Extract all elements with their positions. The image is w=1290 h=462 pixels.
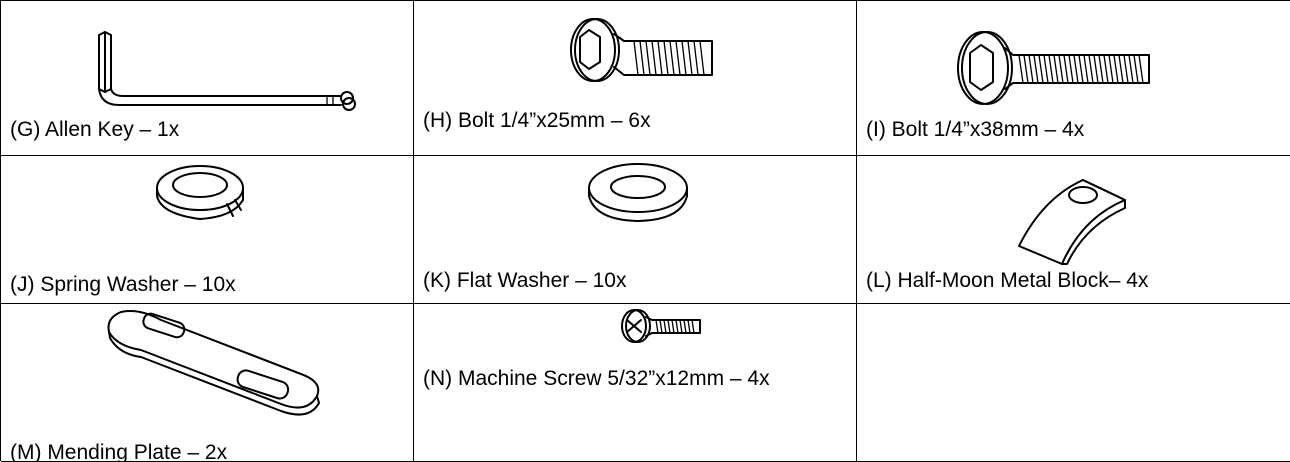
part-label: (I) Bolt 1/4”x38mm – 4x — [866, 118, 1085, 141]
part-label: (M) Mending Plate – 2x — [10, 441, 228, 462]
part-label: (H) Bolt 1/4”x25mm – 6x — [423, 109, 651, 132]
part-cell-i: (I) Bolt 1/4”x38mm – 4x — [857, 1, 1290, 156]
part-label: (L) Half-Moon Metal Block– 4x — [866, 269, 1149, 292]
part-cell-j: (J) Spring Washer – 10x — [1, 156, 414, 304]
part-label: (J) Spring Washer – 10x — [10, 273, 236, 296]
part-cell-empty — [857, 304, 1290, 462]
bolt-25mm-icon — [570, 18, 713, 82]
spring-washer-icon — [156, 165, 244, 220]
mending-plate-icon — [107, 310, 320, 416]
part-cell-k: (K) Flat Washer – 10x — [414, 156, 857, 304]
part-label: (G) Allen Key – 1x — [10, 118, 180, 141]
part-cell-h: (H) Bolt 1/4”x25mm – 6x — [414, 1, 857, 156]
part-cell-n: (N) Machine Screw 5/32”x12mm – 4x — [414, 304, 857, 462]
part-label: (N) Machine Screw 5/32”x12mm – 4x — [423, 367, 770, 390]
part-label: (K) Flat Washer – 10x — [423, 269, 627, 292]
half-moon-metal-block-icon — [1018, 179, 1126, 265]
flat-washer-icon — [588, 163, 688, 222]
part-cell-m: (M) Mending Plate – 2x — [1, 304, 414, 462]
bolt-38mm-icon — [957, 31, 1150, 105]
machine-screw-icon — [621, 309, 701, 343]
part-cell-l: (L) Half-Moon Metal Block– 4x — [857, 156, 1290, 304]
allen-key-icon — [98, 31, 356, 111]
part-cell-g: (G) Allen Key – 1x — [1, 1, 414, 156]
